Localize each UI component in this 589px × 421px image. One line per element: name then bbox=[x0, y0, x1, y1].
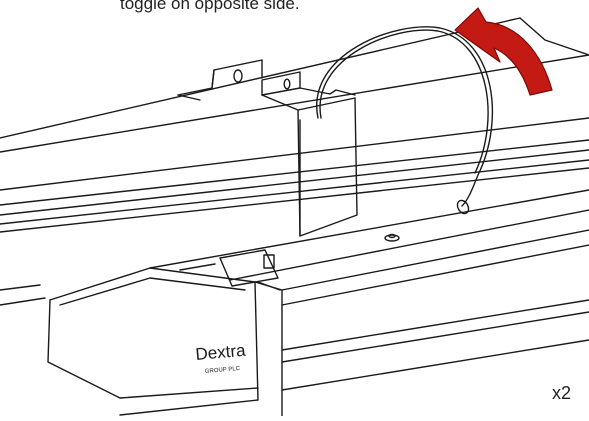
logo-sub: GROUP PLC bbox=[205, 366, 241, 375]
retention-wire bbox=[316, 26, 494, 215]
instruction-caption: toggle on opposite side. bbox=[120, 0, 300, 13]
diffuser-lines bbox=[0, 284, 589, 391]
end-cap-base bbox=[47, 229, 589, 417]
luminaire-body bbox=[0, 17, 589, 281]
quantity-label: x2 bbox=[552, 383, 572, 403]
mounting-bracket bbox=[261, 71, 358, 237]
tray-details bbox=[179, 233, 400, 287]
logo-brand: Dextra bbox=[195, 341, 247, 364]
dextra-logo: Dextra GROUP PLC bbox=[195, 341, 247, 375]
rotate-arrow-icon bbox=[454, 7, 553, 96]
mounting-clip-left bbox=[177, 59, 263, 101]
